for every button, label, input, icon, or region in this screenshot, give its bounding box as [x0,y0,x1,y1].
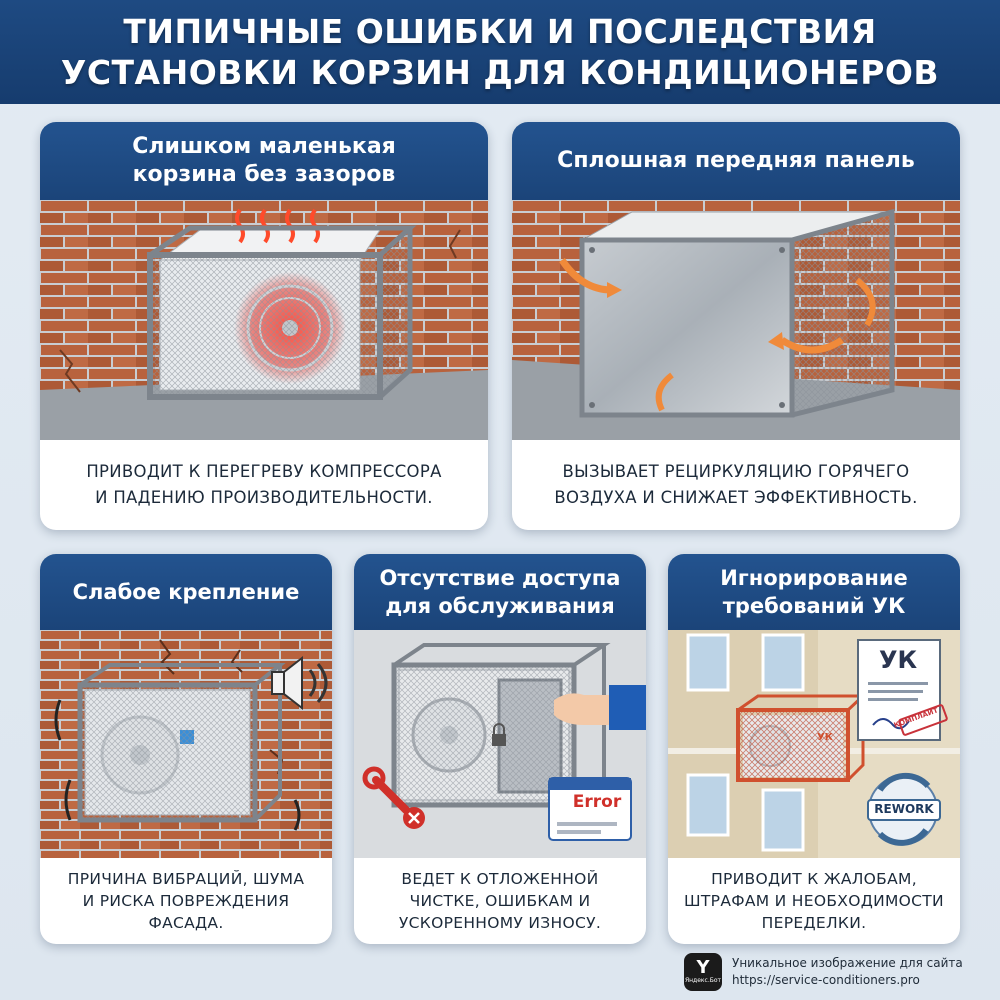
card-ignoring-requirements: Игнорирование требований УК [668,554,960,944]
description-line: И ПАДЕНИЮ ПРОИЗВОДИТЕЛЬНОСТИ. [95,488,433,507]
card-title: Слабое крепление [40,554,332,630]
description-line: ШТРАФАМ И НЕОБХОДИМОСТИ [684,892,944,910]
card-no-service-access: Отсутствие доступа для обслуживания [354,554,646,944]
page-header: ТИПИЧНЫЕ ОШИБКИ И ПОСЛЕДСТВИЯ УСТАНОВКИ … [0,0,1000,104]
card-weak-mount: Слабое крепление [40,554,332,944]
card-title-line: Слишком маленькая [132,134,396,159]
doc-uk-label: УК [878,646,918,674]
cage-mark-label: УК [817,732,833,743]
card-description: ПРИЧИНА ВИБРАЦИЙ, ШУМА И РИСКА ПОВРЕЖДЕН… [40,858,332,944]
error-window-icon [548,777,632,841]
card-title: Игнорирование требований УК [668,554,960,630]
card-title: Сплошная передняя панель [512,122,960,200]
page-title-line-1: ТИПИЧНЫЕ ОШИБКИ И ПОСЛЕДСТВИЯ [123,12,877,51]
no-access-illustration [354,630,646,858]
logo-brand: Яндекс.Бот [684,977,722,984]
error-label: Error [572,792,622,812]
page-title-line-2: УСТАНОВКИ КОРЗИН ДЛЯ КОНДИЦИОНЕРОВ [60,53,940,92]
rework-cycle-icon [867,772,941,846]
overheating-illustration [40,200,488,440]
card-title: Отсутствие доступа для обслуживания [354,554,646,630]
card-title-line: Отсутствие доступа [379,566,621,590]
card-title-line: корзина без зазоров [132,162,396,187]
vibration-illustration [40,630,332,858]
card-title-line: требований УК [722,594,906,618]
card-title-line: Сплошная передняя панель [557,148,915,173]
card-description: ВЕДЕТ К ОТЛОЖЕННОЙ ЧИСТКЕ, ОШИБКАМ И УСК… [354,858,646,944]
logo-letter: Y [696,957,710,978]
footer-url: https://service-conditioners.pro [732,973,920,987]
lock-icon [492,723,506,746]
card-title-line: Игнорирование [720,566,908,590]
description-line: И РИСКА ПОВРЕЖДЕНИЯ [82,892,290,910]
wrench-icon [362,766,425,829]
card-title: Слишком маленькая корзина без зазоров [40,122,488,200]
footer-line-1: Уникальное изображение для сайта [732,956,963,970]
document-icon [857,639,948,741]
footer-credit: Y Яндекс.Бот Уникальное изображение для … [684,952,984,992]
card-description: ВЫЗЫВАЕТ РЕЦИРКУЛЯЦИЮ ГОРЯЧЕГО ВОЗДУХА И… [512,440,960,530]
speaker-icon [271,655,328,711]
site-logo: Y Яндекс.Бот [684,953,722,991]
description-line: ВЫЗЫВАЕТ РЕЦИРКУЛЯЦИЮ ГОРЯЧЕГО [562,462,910,481]
facade-illustration [668,630,960,858]
card-description: ПРИВОДИТ К ЖАЛОБАМ, ШТРАФАМ И НЕОБХОДИМО… [668,858,960,944]
card-description: ПРИВОДИТ К ПЕРЕГРЕВУ КОМПРЕССОРА И ПАДЕН… [40,440,488,530]
recirculation-illustration [512,200,960,440]
description-line: ЧИСТКЕ, ОШИБКАМ И [409,892,591,910]
card-small-cage: Слишком маленькая корзина без зазоров [40,122,488,530]
description-line: УСКОРЕННОМУ ИЗНОСУ. [398,914,602,932]
footer-text: Уникальное изображение для сайта https:/… [732,955,963,989]
description-line: ПРИЧИНА ВИБРАЦИЙ, ШУМА [67,870,305,888]
card-title-line: для обслуживания [385,594,615,618]
description-line: ВОЗДУХА И СНИЖАЕТ ЭФФЕКТИВНОСТЬ. [554,488,918,507]
description-line: ПРИВОДИТ К ЖАЛОБАМ, [711,870,917,888]
description-line: ФАСАДА. [148,914,224,932]
description-line: ВЕДЕТ К ОТЛОЖЕННОЙ [401,870,599,888]
card-solid-panel: Сплошная передняя панель [512,122,960,530]
description-line: ПРИВОДИТ К ПЕРЕГРЕВУ КОМПРЕССОРА [86,462,442,481]
rework-label: REWORK [874,802,934,816]
description-line: ПЕРЕДЕЛКИ. [761,914,867,932]
card-title-line: Слабое крепление [72,580,300,604]
